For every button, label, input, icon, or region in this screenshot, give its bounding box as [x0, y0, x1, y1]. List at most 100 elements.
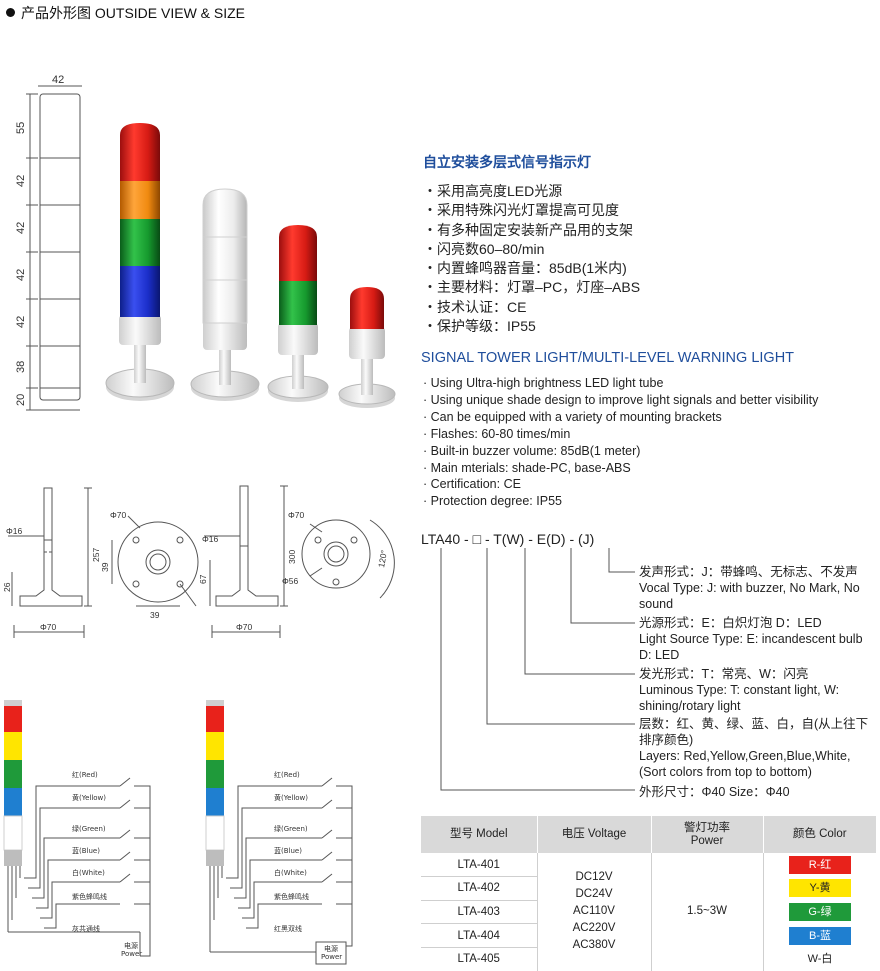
- table-row: LTA-404 B-蓝: [421, 923, 877, 948]
- model-code-leader-lines: [440, 548, 635, 791]
- wire-label-white: 白(White): [274, 869, 307, 877]
- power-label-en: Power: [121, 950, 143, 958]
- dim-label: 300: [287, 550, 297, 564]
- color-swatch-white: W-白: [789, 950, 851, 969]
- list-item: · Using Ultra-high brightness LED light …: [423, 376, 664, 390]
- dim-label: Φ70: [236, 622, 253, 632]
- legend-layers: 层数：红、黄、绿、蓝、白，自(从上往下排序颜色) Layers: Red,Yel…: [639, 716, 877, 780]
- legend-cn: 外形尺寸：Φ40 Size：Φ40: [639, 785, 790, 799]
- list-item: ・技术认证：CE: [423, 298, 527, 315]
- list-item: · Using unique shade design to improve l…: [423, 392, 819, 407]
- features-cn-list: ・采用高亮度LED光源 ・采用特殊闪光灯罩提高可见度 ・有多种固定安装新产品用的…: [423, 182, 640, 336]
- legend-en: Layers: Red,Yellow,Green,Blue,White, (So…: [639, 749, 851, 779]
- wiring-diagram: [3, 700, 353, 965]
- legend-cn: 发声形式：J：带蜂鸣、无标志、不发声: [639, 565, 858, 579]
- dimension-drawing: 42 55 42 42 42 42 38 20: [15, 74, 82, 411]
- model-cell: LTA-404: [421, 923, 537, 948]
- wiring-right: [205, 700, 353, 965]
- color-swatch-yellow: Y-黄: [789, 879, 851, 898]
- legend-cn: 发光形式：T：常亮、W：闪亮: [639, 667, 809, 681]
- mounting-drawing: Φ16 257 26 Φ70 Φ70 39 39 Φ16 300 67 Φ70 …: [2, 485, 395, 638]
- dim-label: 39: [100, 562, 110, 572]
- list-item: · Built-in buzzer volume: 85dB(1 meter): [423, 443, 641, 458]
- list-item: · Main mterials: shade-PC, base-ABS: [423, 460, 631, 475]
- voltage-value: AC110V: [573, 905, 615, 918]
- header-color: 颜色 Color: [763, 816, 877, 853]
- dim-label: 26: [2, 582, 12, 592]
- dim-label: Φ16: [6, 526, 23, 536]
- wire-label-green: 绿(Green): [72, 825, 106, 833]
- wire-label-common: 灰共通线: [72, 925, 100, 933]
- height-label: 55: [15, 122, 27, 134]
- dim-label: Φ70: [110, 510, 127, 520]
- list-item: ・采用特殊闪光灯罩提高可见度: [423, 202, 619, 219]
- height-label: 42: [15, 222, 27, 234]
- list-item: · Protection degree: IP55: [423, 494, 562, 509]
- table-row: LTA-403 G-绿: [421, 900, 877, 925]
- legend-luminous-type: 发光形式：T：常亮、W：闪亮 Luminous Type: T: constan…: [639, 666, 877, 714]
- height-label: 38: [15, 361, 27, 373]
- features-en-list: · Using Ultra-high brightness LED light …: [423, 375, 818, 510]
- model-code: LTA40 - □ - T(W) - E(D) - (J): [421, 531, 595, 547]
- voltage-value: DC24V: [575, 888, 613, 901]
- tower-light-5-layer: [105, 123, 175, 401]
- list-item: ・采用高亮度LED光源: [423, 183, 563, 199]
- dim-label: 120°: [376, 549, 389, 568]
- list-item: ・主要材料：灯罩–PC，灯座–ABS: [423, 279, 641, 296]
- dim-label: Φ56: [282, 576, 299, 586]
- voltage-value: AC220V: [572, 922, 616, 935]
- legend-en: Vocal Type: J: with buzzer, No Mark, No …: [639, 581, 860, 611]
- tower-light-white: [190, 188, 260, 401]
- list-item: · Flashes: 60-80 times/min: [423, 426, 571, 441]
- legend-cn: 光源形式：E：白炽灯泡 D：LED: [639, 616, 822, 630]
- model-cell: LTA-403: [421, 900, 537, 925]
- header-voltage: 电压 Voltage: [537, 816, 652, 853]
- product-photo: [105, 123, 396, 408]
- header-model: 型号 Model: [421, 816, 538, 853]
- legend-light-source: 光源形式：E：白炽灯泡 D：LED Light Source Type: E: …: [639, 615, 877, 663]
- legend-en: Light Source Type: E: incandescent bulb …: [639, 632, 863, 662]
- voltage-value: DC12V: [575, 871, 613, 884]
- color-swatch-blue: B-蓝: [789, 926, 851, 945]
- header-power: 警灯功率 Power: [651, 816, 764, 853]
- height-label: 42: [15, 175, 27, 187]
- voltage-value: AC380V: [572, 939, 616, 952]
- wire-label-buzzer: 紫色蜂鸣线: [274, 893, 309, 901]
- legend-size: 外形尺寸：Φ40 Size：Φ40: [639, 784, 877, 800]
- section-title: 产品外形图 OUTSIDE VIEW & SIZE: [21, 5, 246, 21]
- color-cell: B-蓝: [763, 924, 877, 948]
- color-cell: W-白: [763, 947, 877, 971]
- wire-label-white: 白(White): [72, 869, 105, 877]
- list-item: · Can be equipped with a variety of moun…: [423, 409, 722, 424]
- legend-vocal-type: 发声形式：J：带蜂鸣、无标志、不发声 Vocal Type: J: with b…: [639, 564, 877, 612]
- dim-label: 67: [198, 574, 208, 584]
- wire-label-blue: 蓝(Blue): [72, 847, 100, 855]
- section-header: 产品外形图 OUTSIDE VIEW & SIZE: [6, 3, 245, 23]
- tower-outline: [39, 93, 81, 401]
- dim-label: Φ70: [288, 510, 305, 520]
- power-cell: 1.5~3W: [650, 853, 764, 971]
- dim-label: Φ16: [202, 534, 219, 544]
- dim-label: 257: [91, 548, 101, 562]
- table-row: LTA-402 Y-黄: [421, 876, 877, 901]
- wire-label-common: 红黑双线: [274, 925, 302, 933]
- wire-label-buzzer: 紫色蜂鸣线: [72, 893, 107, 901]
- table-row: LTA-401 DC12V DC24V AC110V AC220V AC380V…: [421, 853, 877, 971]
- wire-label-green: 绿(Green): [274, 825, 308, 833]
- dim-label: Φ70: [40, 622, 57, 632]
- legend-en: Luminous Type: T: constant light, W: shi…: [639, 683, 840, 713]
- height-label: 20: [15, 394, 27, 406]
- list-item: ・内置蜂鸣器音量：85dB(1米内): [423, 260, 627, 277]
- height-label: 42: [15, 316, 27, 328]
- color-cell: Y-黄: [763, 877, 877, 901]
- list-item: ・有多种固定安装新产品用的支架: [423, 221, 633, 238]
- wire-label-blue: 蓝(Blue): [274, 847, 302, 855]
- list-item: ・闪亮数60–80/min: [423, 240, 545, 257]
- features-cn-title: 自立安装多层式信号指示灯: [423, 154, 591, 170]
- wire-label-red: 红(Red): [72, 771, 98, 779]
- model-cell: LTA-401: [421, 853, 537, 878]
- legend-cn: 层数：红、黄、绿、蓝、白，自(从上往下排序颜色): [639, 717, 869, 747]
- spec-table: 型号 Model 电压 Voltage 警灯功率 Power 颜色 Color …: [421, 816, 877, 971]
- bullet-dot-icon: [6, 8, 15, 17]
- power-label-cn: 电源: [324, 945, 338, 953]
